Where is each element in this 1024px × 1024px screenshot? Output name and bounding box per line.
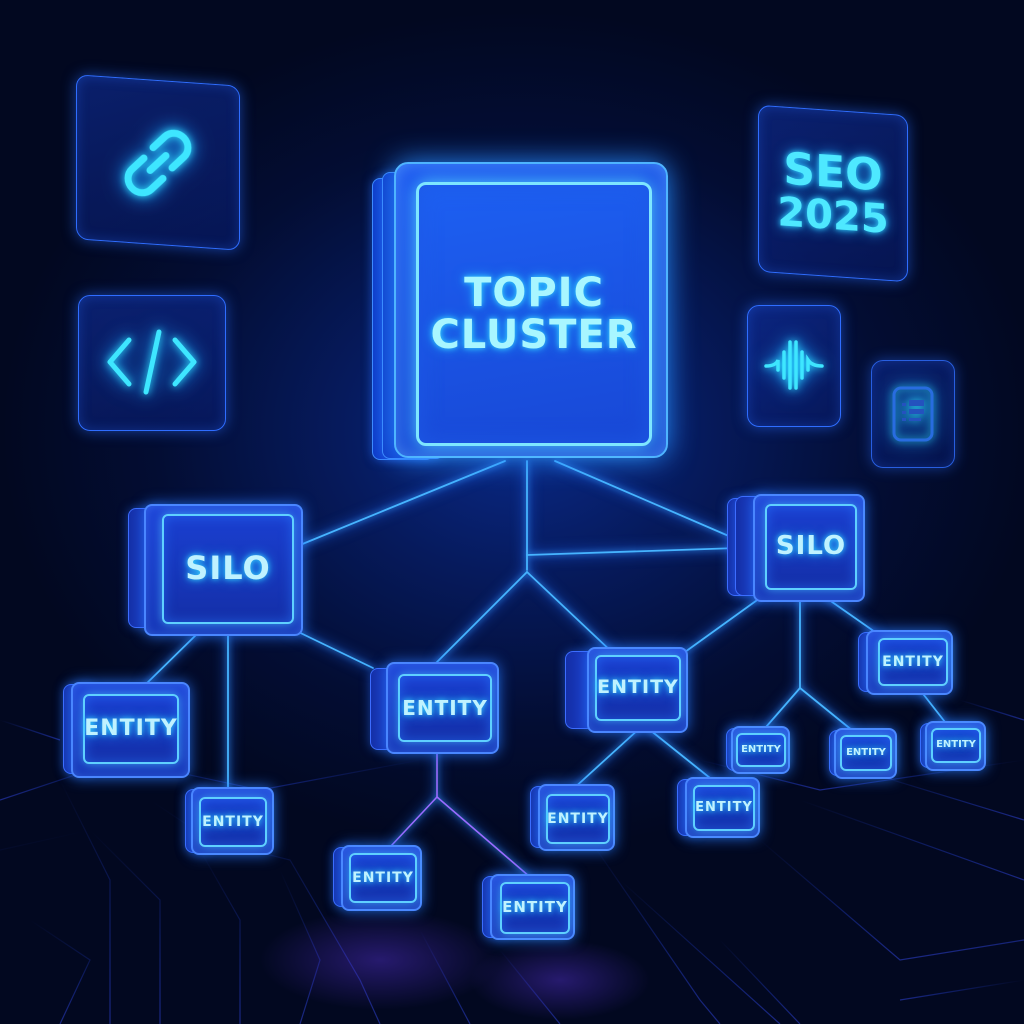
- entity-label: ENTITY: [846, 746, 886, 758]
- silo-label: SILO: [185, 549, 271, 588]
- entity-label: ENTITY: [352, 869, 414, 886]
- entity-node[interactable]: ENTITY: [829, 727, 897, 779]
- entity-label: ENTITY: [84, 716, 178, 742]
- link-panel: [76, 74, 240, 251]
- topic-label-line1: TOPIC: [464, 270, 604, 316]
- silo-node-right[interactable]: SILO: [727, 494, 865, 602]
- topic-label-line2: CLUSTER: [430, 312, 638, 358]
- year-label: 2025: [777, 188, 889, 243]
- silo-label: SILO: [775, 531, 847, 562]
- entity-label: ENTITY: [741, 743, 781, 755]
- entity-label: ENTITY: [547, 810, 609, 827]
- silo-node-left[interactable]: SILO: [128, 502, 303, 636]
- entity-node[interactable]: ENTITY: [370, 660, 499, 754]
- seo-2025-panel: SEO 2025: [758, 104, 908, 283]
- entity-label: ENTITY: [695, 800, 753, 816]
- link-icon: [124, 129, 192, 196]
- entity-node[interactable]: ENTITY: [726, 725, 790, 774]
- entity-node[interactable]: ENTITY: [333, 843, 422, 911]
- entity-label: ENTITY: [597, 676, 679, 699]
- entity-label: ENTITY: [502, 898, 568, 917]
- code-icon: [107, 329, 197, 395]
- entity-node[interactable]: ENTITY: [858, 628, 953, 695]
- audio-panel: [747, 305, 841, 427]
- entity-node[interactable]: ENTITY: [565, 645, 688, 733]
- entity-node[interactable]: ENTITY: [185, 785, 274, 855]
- entity-node[interactable]: ENTITY: [530, 782, 615, 851]
- topic-cluster-node[interactable]: TOPIC CLUSTER: [372, 160, 668, 460]
- code-panel: [78, 295, 226, 431]
- entity-label: ENTITY: [882, 653, 944, 670]
- entity-node[interactable]: ENTITY: [920, 720, 986, 771]
- entity-node[interactable]: ENTITY: [677, 775, 760, 838]
- entity-node[interactable]: ENTITY: [482, 872, 575, 940]
- entity-label: ENTITY: [402, 695, 488, 720]
- document-icon: [892, 386, 934, 442]
- document-panel: [871, 360, 955, 468]
- entity-label: ENTITY: [936, 739, 976, 751]
- entity-node[interactable]: ENTITY: [63, 680, 190, 778]
- waveform-icon: [764, 340, 824, 390]
- entity-label: ENTITY: [202, 813, 264, 830]
